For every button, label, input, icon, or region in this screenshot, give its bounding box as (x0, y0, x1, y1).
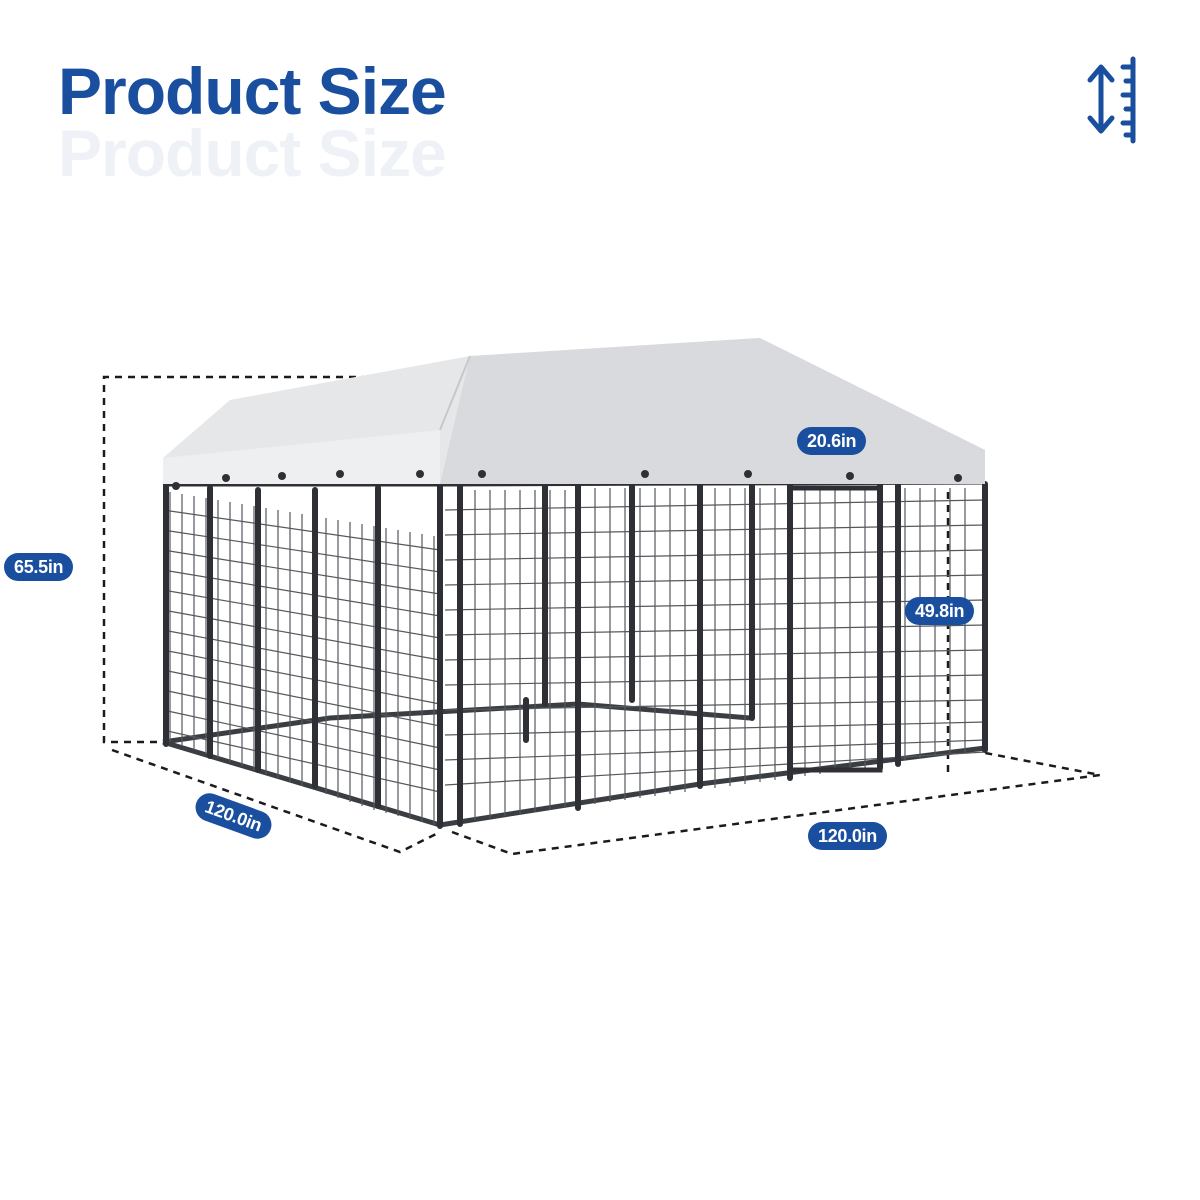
kennel-door (787, 485, 883, 773)
door-height-label: 49.8in (905, 597, 975, 625)
page-title: Product Size (58, 54, 447, 128)
kennel-roof (163, 338, 985, 484)
left-wall-mesh (162, 492, 441, 825)
front-wall-mesh (444, 488, 986, 822)
height-ruler-icon (1087, 56, 1136, 144)
kennel-posts (163, 481, 988, 829)
roof-hooks (172, 470, 962, 490)
door-width-label: 20.6in (797, 427, 867, 455)
width-dimension-label: 120.0in (808, 822, 887, 850)
height-dimension-label: 65.5in (4, 553, 74, 581)
title-reflection: Product Size (58, 116, 447, 190)
